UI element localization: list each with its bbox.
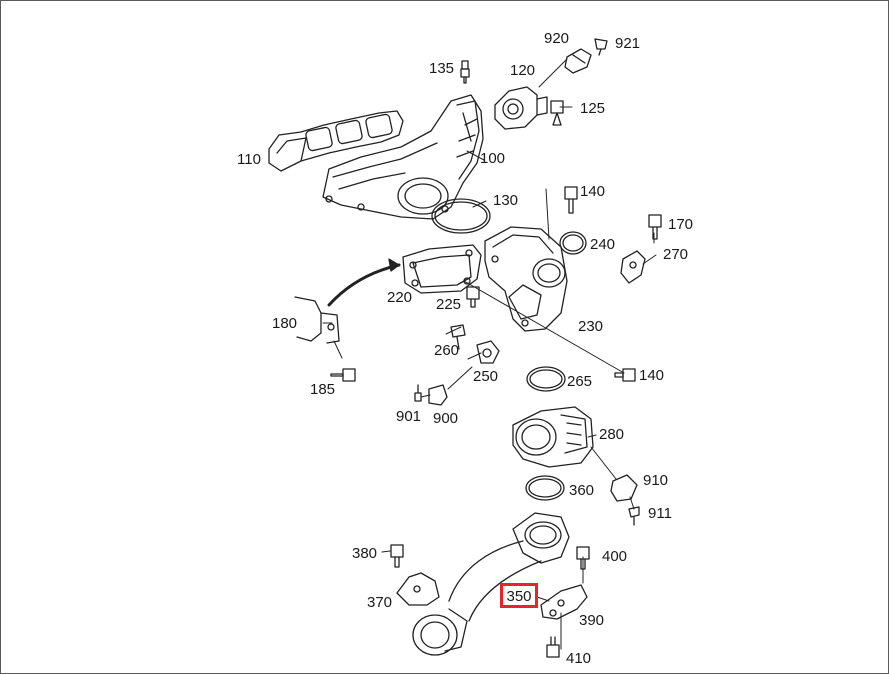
part-label-110: 110: [237, 151, 261, 168]
part-label-240: 240: [590, 236, 616, 253]
part-label-911: 911: [648, 505, 672, 522]
part-label-180: 180: [272, 315, 298, 332]
part-label-170: 170: [668, 216, 694, 233]
part-label-135: 135: [429, 60, 455, 77]
clamp-ring-265: [526, 366, 566, 392]
highlighted-part-box: 350: [500, 583, 538, 608]
bolt-225: [466, 286, 480, 308]
part-label-270: 270: [663, 246, 689, 263]
connector-900: [428, 384, 448, 406]
clip-921: [594, 38, 608, 56]
part-label-130: 130: [493, 192, 519, 209]
o-ring-240: [559, 231, 587, 255]
part-label-265: 265: [567, 373, 593, 390]
part-label-140-lower: 140: [639, 367, 665, 384]
part-label-370: 370: [367, 594, 393, 611]
intake-manifold-100: [322, 94, 484, 220]
part-label-260: 260: [434, 342, 460, 359]
pin-901: [414, 384, 422, 402]
throttle-body-280: [512, 406, 594, 468]
intake-pipe-350: [412, 512, 570, 656]
part-label-380: 380: [352, 545, 378, 562]
bolt-140-lower: [614, 368, 636, 382]
bolt-135: [460, 60, 470, 84]
bolt-380: [390, 544, 404, 568]
part-label-230: 230: [578, 318, 604, 335]
part-label-100: 100: [480, 150, 506, 167]
pressure-sensor-250: [476, 340, 500, 364]
plug-910: [610, 474, 638, 502]
bracket-370: [396, 572, 440, 606]
part-label-920: 920: [544, 30, 570, 47]
plug-920: [564, 48, 592, 74]
part-label-350: 350: [506, 588, 532, 605]
part-label-921: 921: [615, 35, 641, 52]
part-label-410: 410: [566, 650, 592, 667]
part-label-250: 250: [473, 368, 499, 385]
bolt-170: [648, 214, 662, 240]
seal-ring-130: [431, 198, 491, 234]
bolt-260: [450, 324, 466, 350]
part-label-900: 900: [433, 410, 459, 427]
part-label-390: 390: [579, 612, 605, 629]
bracket-390: [540, 584, 588, 620]
part-label-901: 901: [396, 408, 422, 425]
part-label-185: 185: [310, 381, 336, 398]
clamp-ring-360: [525, 475, 565, 501]
clip-911: [628, 506, 640, 526]
part-label-125: 125: [580, 100, 606, 117]
part-label-140-upper: 140: [580, 183, 606, 200]
gasket-plate-220: [402, 244, 482, 294]
bracket-270: [620, 250, 646, 284]
gasket-110: [268, 110, 404, 172]
sensor-housing-120: [494, 86, 548, 130]
part-label-360: 360: [569, 482, 595, 499]
part-label-120: 120: [510, 62, 536, 79]
bracket-180: [294, 296, 340, 344]
part-label-225: 225: [436, 296, 462, 313]
direction-arrow: [327, 258, 401, 307]
bolt-410: [546, 636, 560, 658]
part-label-910: 910: [643, 472, 669, 489]
bolt-400: [576, 546, 590, 570]
bolt-185: [330, 368, 356, 382]
part-label-280: 280: [599, 426, 625, 443]
egr-housing-230: [484, 226, 568, 332]
part-label-400: 400: [602, 548, 628, 565]
bolt-140-upper: [564, 186, 578, 214]
part-label-220: 220: [387, 289, 413, 306]
bolt-125: [550, 100, 564, 126]
